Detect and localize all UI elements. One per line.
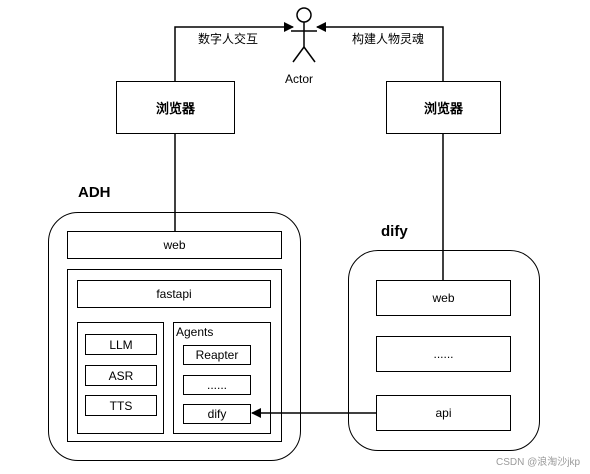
actor-left-leg (292, 46, 305, 63)
edge-label-right: 构建人物灵魂 (352, 32, 425, 46)
actor-head (296, 7, 312, 23)
browser-right: 浏览器 (386, 81, 501, 134)
agent-dify-box: dify (183, 404, 251, 424)
dify-container (348, 250, 540, 451)
actor-right-leg (303, 46, 316, 63)
model-llm-box: LLM (85, 334, 157, 355)
model-asr-box: ASR (85, 365, 157, 386)
model-tts-box: TTS (85, 395, 157, 416)
agents-label: Agents (176, 325, 214, 339)
adh-web-box: web (67, 231, 282, 259)
adh-agents-group (173, 322, 271, 434)
edge-right-browser-to-actor (316, 22, 444, 81)
watermark: CSDN @浪淘沙jkp (496, 457, 581, 468)
adh-container (48, 212, 301, 461)
dify-title: dify (381, 223, 408, 240)
agent-reapter-box: Reapter (183, 345, 251, 365)
adh-backend-container (67, 269, 282, 442)
dify-api-box: api (376, 395, 511, 431)
browser-left: 浏览器 (116, 81, 235, 134)
edge-label-left: 数字人交互 (198, 32, 259, 46)
adh-models-group (77, 322, 164, 434)
dify-web-box: web (376, 280, 511, 316)
adh-title: ADH (78, 184, 111, 201)
dify-ellipsis-box: ...... (376, 336, 511, 372)
agent-ellipsis-box: ...... (183, 375, 251, 395)
actor-label: Actor (285, 72, 314, 86)
adh-fastapi-box: fastapi (77, 280, 271, 308)
actor-figure (291, 7, 317, 63)
edge-left-browser-to-actor (174, 22, 294, 81)
